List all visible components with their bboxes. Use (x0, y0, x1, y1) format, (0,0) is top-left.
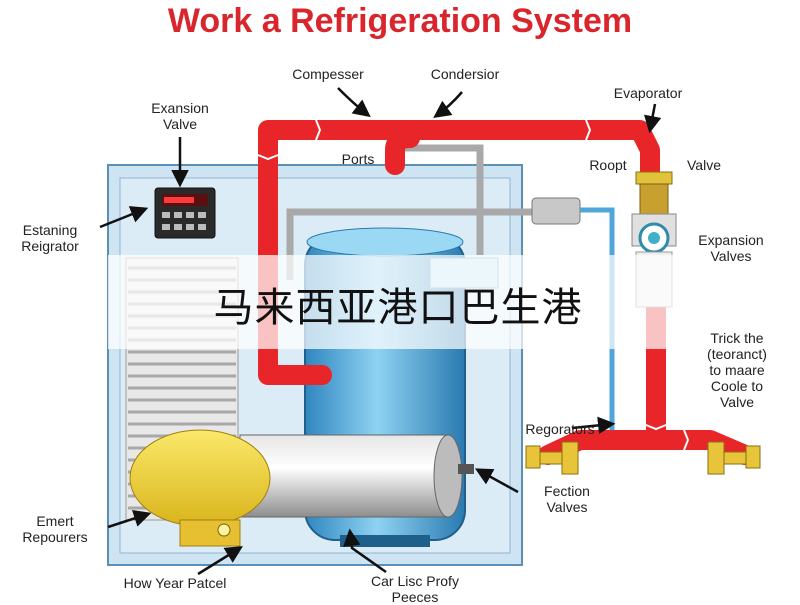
pipe-break-marks (257, 119, 690, 451)
label-car-use: Car Lisc Profy Peeces (371, 573, 459, 605)
watermark-banner (108, 255, 688, 349)
control-panel (154, 187, 216, 239)
label-how-year: How Year Patcel (123, 575, 227, 591)
compressor-unit (129, 429, 474, 547)
blue-line (580, 207, 615, 430)
label-fection: Fection Valves (544, 483, 590, 515)
label-valve: Valve (687, 157, 721, 173)
label-ports: Ports (341, 151, 375, 167)
label-expansion-valve: Exansion Valve (151, 100, 209, 132)
label-estaning: Estaning Reigrator (21, 222, 79, 254)
label-regulators: Regorators (525, 421, 595, 437)
label-trick: Trick the (teoranct) to maare Coole to V… (707, 330, 767, 410)
label-roopt: Roopt (589, 157, 627, 173)
label-expansion-valves: Expansion Valves (698, 232, 764, 264)
diagram-title: Work a Refrigeration System (167, 2, 633, 40)
watermark-text: 马来西亚港口巴生港 (213, 285, 583, 331)
label-evaporator: Evaporator (613, 85, 683, 101)
sight-glass (531, 197, 581, 225)
bottom-fittings (525, 441, 761, 475)
label-condenser: Condersior (430, 66, 500, 82)
label-compressor: Compesser (292, 66, 364, 82)
annotation-arrows (99, 87, 662, 576)
label-emert: Emert Repourers (22, 513, 88, 545)
